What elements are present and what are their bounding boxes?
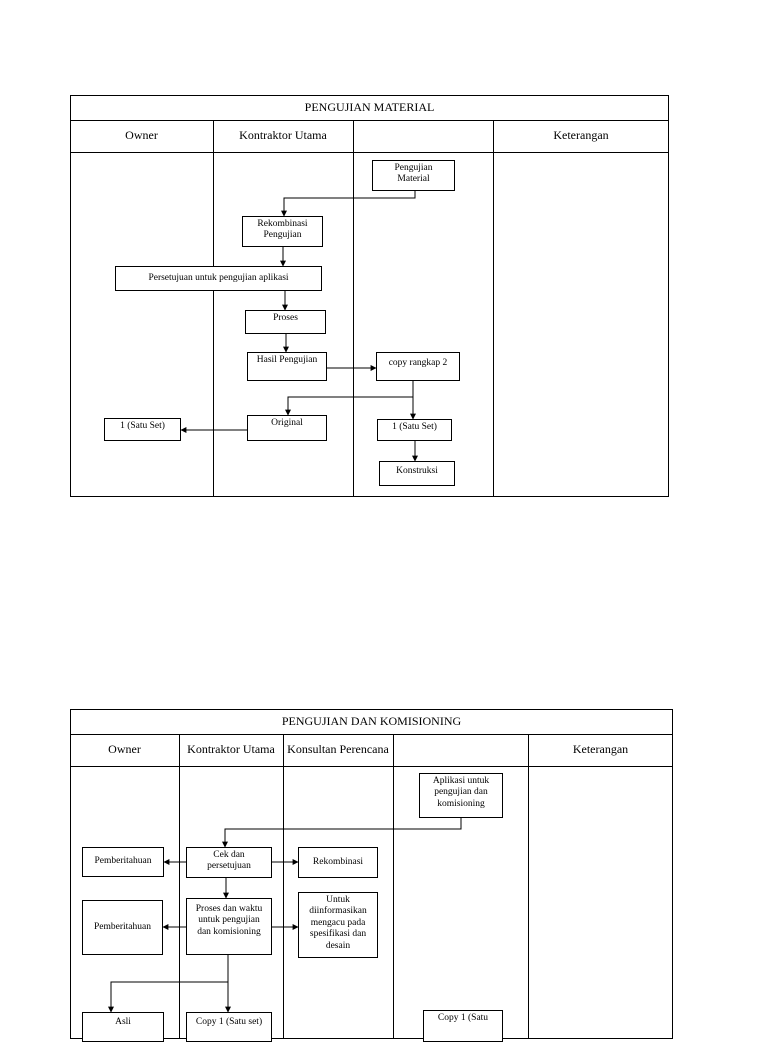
- box-asli: Asli: [82, 1012, 164, 1042]
- box-rekombinasi: Rekombinasi: [298, 847, 378, 878]
- box-rekombinasi-pengujian: Rekombinasi Pengujian: [242, 216, 323, 247]
- diagram-title: PENGUJIAN DAN KOMISIONING: [281, 713, 462, 728]
- title-divider: [70, 120, 669, 121]
- box-pemberitahuan-1: Pemberitahuan: [82, 847, 164, 877]
- box-copy-satu-set: Copy 1 (Satu set): [186, 1012, 272, 1042]
- column-header-kontraktor: Kontraktor Utama: [187, 742, 275, 757]
- box-pemberitahuan-2: Pemberitahuan: [82, 900, 163, 955]
- header-divider: [70, 766, 673, 767]
- box-aplikasi: Aplikasi untuk pengujian dan komisioning: [419, 773, 503, 818]
- box-copy-satu-right: Copy 1 (Satu: [423, 1010, 503, 1042]
- column-divider: [353, 120, 354, 497]
- column-divider: [179, 734, 180, 1039]
- column-header-keterangan: Keterangan: [572, 742, 629, 757]
- title-divider: [70, 734, 673, 735]
- column-header-keterangan: Keterangan: [553, 128, 609, 143]
- column-divider: [393, 734, 394, 1039]
- table-frame: [70, 95, 669, 497]
- column-divider: [528, 734, 529, 1039]
- column-divider: [493, 120, 494, 497]
- box-untuk-diinformasikan: Untuk diinformasikan mengacu pada spesif…: [298, 892, 378, 958]
- box-cek-persetujuan: Cek dan persetujuan: [186, 847, 272, 878]
- box-satu-set-right: 1 (Satu Set): [377, 419, 452, 441]
- header-divider: [70, 152, 669, 153]
- box-persetujuan: Persetujuan untuk pengujian aplikasi: [115, 266, 322, 291]
- column-header-konsultan: Konsultan Perencana: [287, 742, 389, 757]
- box-proses-waktu: Proses dan waktu untuk pengujian dan kom…: [186, 898, 272, 955]
- box-konstruksi: Konstruksi: [379, 461, 455, 486]
- column-header-owner: Owner: [125, 128, 158, 143]
- column-divider: [283, 734, 284, 1039]
- box-hasil-pengujian: Hasil Pengujian: [247, 352, 327, 381]
- column-header-owner: Owner: [108, 742, 141, 757]
- box-satu-set-owner: 1 (Satu Set): [104, 418, 181, 441]
- column-divider: [213, 120, 214, 497]
- column-header-kontraktor: Kontraktor Utama: [239, 128, 327, 143]
- box-proses: Proses: [245, 310, 326, 334]
- box-original: Original: [247, 415, 327, 441]
- diagram-title: PENGUJIAN MATERIAL: [304, 99, 435, 114]
- box-pengujian-material: Pengujian Material: [372, 160, 455, 191]
- box-copy-rangkap: copy rangkap 2: [376, 352, 460, 381]
